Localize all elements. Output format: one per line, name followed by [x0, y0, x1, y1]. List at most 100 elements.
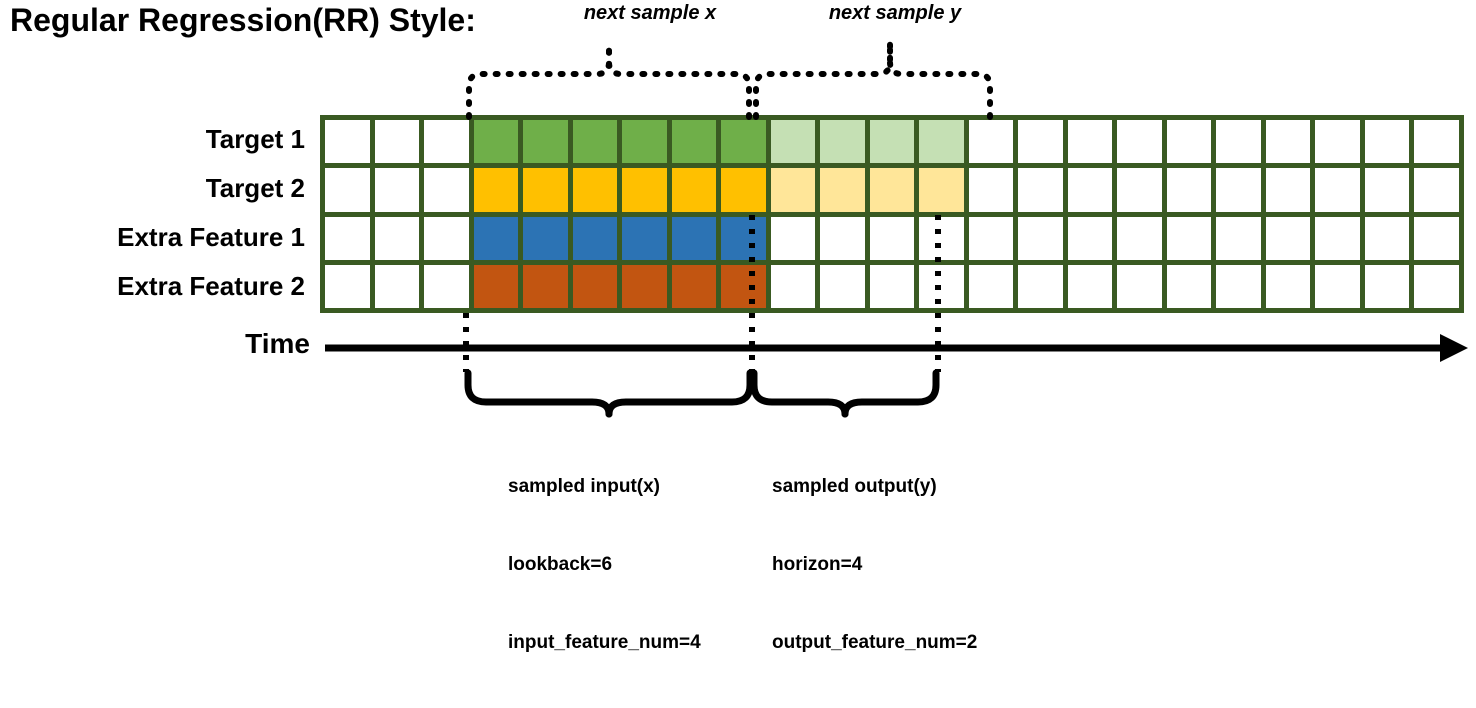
grid-cell-extra2-9 — [770, 264, 816, 308]
grid-cell-extra2-7 — [671, 264, 717, 308]
grid-cell-extra2-6 — [622, 264, 667, 308]
caption-output-line-1: sampled output(y) — [772, 476, 937, 497]
solid-brace-sampled-input — [464, 369, 754, 418]
grid-cell-extra1-3 — [473, 216, 519, 260]
grid-cell-extra2-17 — [1166, 264, 1212, 308]
caption-input-line-2: lookback=6 — [508, 554, 613, 575]
grid-cell-extra1-20 — [1315, 216, 1360, 260]
grid-cell-target1-14 — [1018, 120, 1063, 164]
grid-cell-target1-7 — [671, 120, 717, 164]
grid-cell-extra2-0 — [325, 264, 370, 308]
grid-cell-target1-20 — [1315, 120, 1360, 164]
grid-cell-target1-1 — [374, 120, 420, 164]
solid-brace-sampled-output — [750, 369, 940, 418]
grid-cell-target2-18 — [1216, 168, 1261, 212]
grid-cell-extra2-8 — [721, 264, 766, 308]
grid-cell-extra1-12 — [919, 216, 964, 260]
grid-cell-target2-1 — [374, 168, 420, 212]
caption-input-line-3: input_feature_num=4 — [508, 632, 701, 653]
grid-cell-target2-22 — [1414, 168, 1459, 212]
grid-cell-extra2-22 — [1414, 264, 1459, 308]
grid-cell-target1-13 — [968, 120, 1014, 164]
grid-cell-target2-20 — [1315, 168, 1360, 212]
grid-cell-extra1-13 — [968, 216, 1014, 260]
grid-cell-extra1-7 — [671, 216, 717, 260]
grid-cell-extra1-9 — [770, 216, 816, 260]
grid-cell-extra2-20 — [1315, 264, 1360, 308]
grid-cell-extra1-11 — [869, 216, 915, 260]
grid-cell-target2-19 — [1265, 168, 1311, 212]
grid-cell-target2-6 — [622, 168, 667, 212]
grid-cell-target2-16 — [1117, 168, 1162, 212]
grid-cell-target2-5 — [572, 168, 618, 212]
grid-cell-extra2-16 — [1117, 264, 1162, 308]
grid-cell-extra1-14 — [1018, 216, 1063, 260]
annotation-next-sample-x: next sample x — [583, 2, 717, 24]
grid-cell-target1-19 — [1265, 120, 1311, 164]
time-axis-arrow — [325, 334, 1468, 362]
grid-cell-target2-2 — [424, 168, 469, 212]
caption-output-line-2: horizon=4 — [772, 554, 863, 575]
grid-cell-target2-13 — [968, 168, 1014, 212]
grid-cell-target2-14 — [1018, 168, 1063, 212]
grid-cell-target1-15 — [1067, 120, 1113, 164]
grid-cell-extra1-6 — [622, 216, 667, 260]
grid-cell-extra2-14 — [1018, 264, 1063, 308]
grid-cell-extra2-5 — [572, 264, 618, 308]
time-axis-label: Time — [245, 328, 310, 359]
grid-cell-extra1-4 — [523, 216, 568, 260]
grid-cell-extra2-21 — [1364, 264, 1410, 308]
grid-cell-target2-17 — [1166, 168, 1212, 212]
grid-cell-target2-0 — [325, 168, 370, 212]
grid-cell-extra2-15 — [1067, 264, 1113, 308]
grid-cell-target2-10 — [820, 168, 865, 212]
grid-cell-target1-12 — [919, 120, 964, 164]
grid-cell-extra2-10 — [820, 264, 865, 308]
grid-cell-extra2-11 — [869, 264, 915, 308]
grid-cell-target1-4 — [523, 120, 568, 164]
grid-cell-extra1-5 — [572, 216, 618, 260]
grid-cell-target2-7 — [671, 168, 717, 212]
grid-cell-extra1-1 — [374, 216, 420, 260]
grid-cell-target1-16 — [1117, 120, 1162, 164]
grid-cell-extra2-18 — [1216, 264, 1261, 308]
grid-cell-extra1-18 — [1216, 216, 1261, 260]
page-title: Regular Regression(RR) Style: — [10, 2, 476, 38]
grid-cell-target1-10 — [820, 120, 865, 164]
grid-cell-extra1-21 — [1364, 216, 1410, 260]
grid-cell-target1-9 — [770, 120, 816, 164]
grid-cell-extra1-19 — [1265, 216, 1311, 260]
grid-cell-target1-21 — [1364, 120, 1410, 164]
grid-cell-target1-2 — [424, 120, 469, 164]
grid-cell-target1-18 — [1216, 120, 1261, 164]
grid-cell-target2-12 — [919, 168, 964, 212]
row-label-target-1: Target 1 — [205, 124, 305, 154]
grid-cell-extra1-22 — [1414, 216, 1459, 260]
grid-cell-target2-11 — [869, 168, 915, 212]
caption-input-line-1: sampled input(x) — [508, 476, 661, 497]
grid-cell-target2-4 — [523, 168, 568, 212]
grid-cell-extra1-16 — [1117, 216, 1162, 260]
grid-cell-target2-8 — [721, 168, 766, 212]
caption-sampled-input: sampled input(x) lookback=6 input_featur… — [508, 422, 701, 708]
grid-cell-extra2-4 — [523, 264, 568, 308]
grid-cell-target1-0 — [325, 120, 370, 164]
dotted-brace-next-sample-x — [466, 37, 752, 120]
grid-cell-target2-3 — [473, 168, 519, 212]
grid-cell-extra2-3 — [473, 264, 519, 308]
grid-cell-extra1-15 — [1067, 216, 1113, 260]
grid-cell-target1-5 — [572, 120, 618, 164]
caption-sampled-output: sampled output(y) horizon=4 output_featu… — [772, 422, 977, 708]
grid-cell-extra2-1 — [374, 264, 420, 308]
grid-cell-target1-3 — [473, 120, 519, 164]
grid-cell-extra2-13 — [968, 264, 1014, 308]
grid-cell-extra1-10 — [820, 216, 865, 260]
grid-cell-target2-15 — [1067, 168, 1113, 212]
caption-output-line-3: output_feature_num=2 — [772, 632, 978, 653]
grid-cell-target1-22 — [1414, 120, 1459, 164]
diagram-canvas: Regular Regression(RR) Style: next sampl… — [10, 2, 1468, 653]
grid-cell-extra2-19 — [1265, 264, 1311, 308]
grid-cell-target1-17 — [1166, 120, 1212, 164]
grid-cell-extra1-8 — [721, 216, 766, 260]
row-label-target-2: Target 2 — [205, 173, 305, 203]
